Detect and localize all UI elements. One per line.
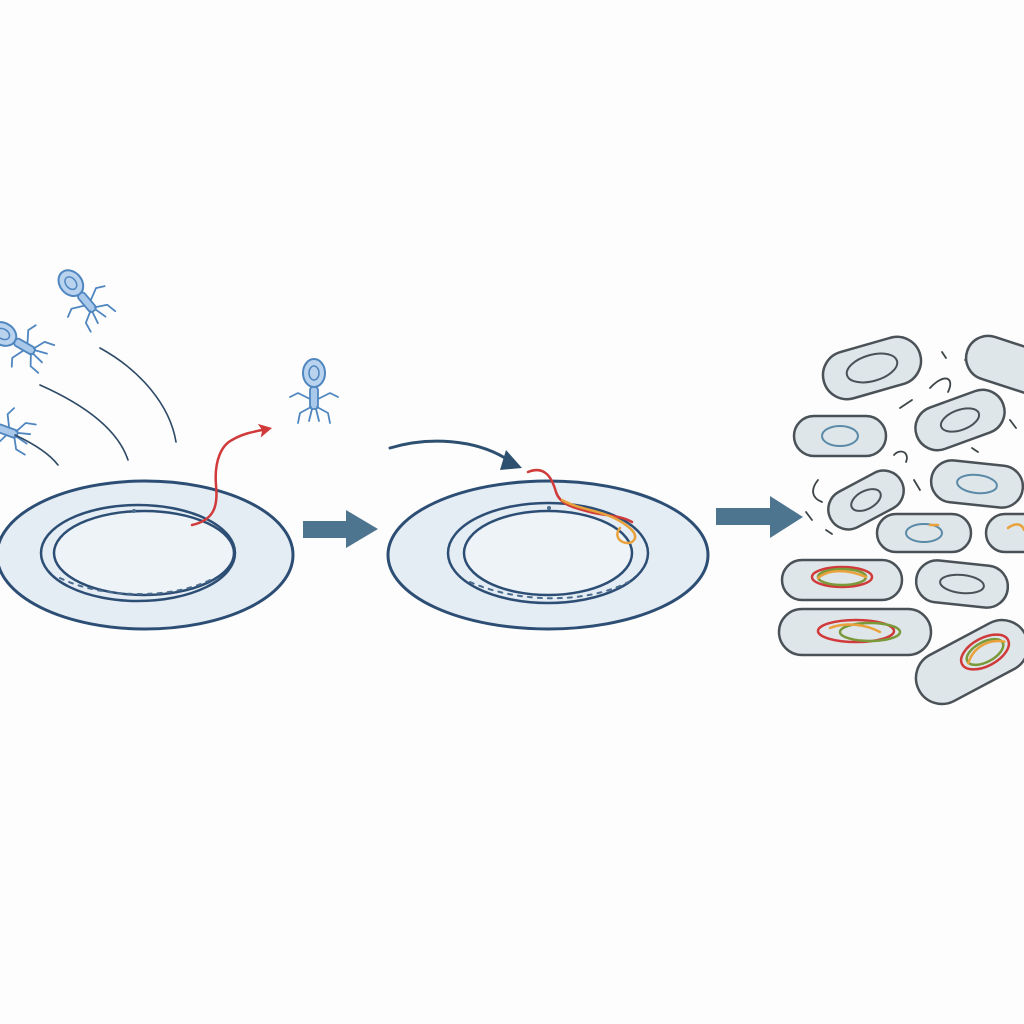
recombinant-dna <box>810 523 1024 671</box>
stage-1-phage-attack <box>0 255 339 631</box>
bacteriophage-icon <box>42 255 123 338</box>
motion-trail <box>39 384 129 461</box>
integrated-dna <box>560 498 637 545</box>
stage-3-cell-replication <box>777 334 1024 706</box>
bacterial-cell-icon <box>386 479 710 631</box>
bacteriophage-icon <box>0 394 40 464</box>
bacterial-cell-icon <box>827 469 905 531</box>
right-arrow-icon <box>303 510 378 548</box>
bacterial-cell-icon <box>875 512 973 554</box>
stage-2-dna-integration <box>386 439 710 631</box>
bacterial-cell-icon <box>777 607 933 657</box>
bacterial-cell-icon <box>792 414 888 458</box>
bacterial-cell-icon <box>821 335 923 401</box>
bacterial-cell-icon <box>984 512 1024 554</box>
bacterial-cell-icon <box>0 479 295 631</box>
bacteriophage-icon <box>289 358 339 424</box>
motion-trail <box>99 347 177 443</box>
right-arrow-icon <box>500 450 522 470</box>
right-arrow-icon <box>716 496 803 538</box>
bacteriophage-icon <box>0 305 60 381</box>
bacterial-cell-icon <box>914 559 1010 609</box>
bacterial-cell-icon <box>964 334 1024 396</box>
bacterial-cell-icon <box>914 388 1006 452</box>
bacterial-cell-icon <box>929 459 1024 509</box>
right-arrow-icon <box>257 423 272 438</box>
motion-trail <box>14 434 59 466</box>
bacterial-cell-icon <box>780 558 904 602</box>
injected-dna <box>190 428 264 527</box>
incoming-arrow <box>388 439 507 460</box>
